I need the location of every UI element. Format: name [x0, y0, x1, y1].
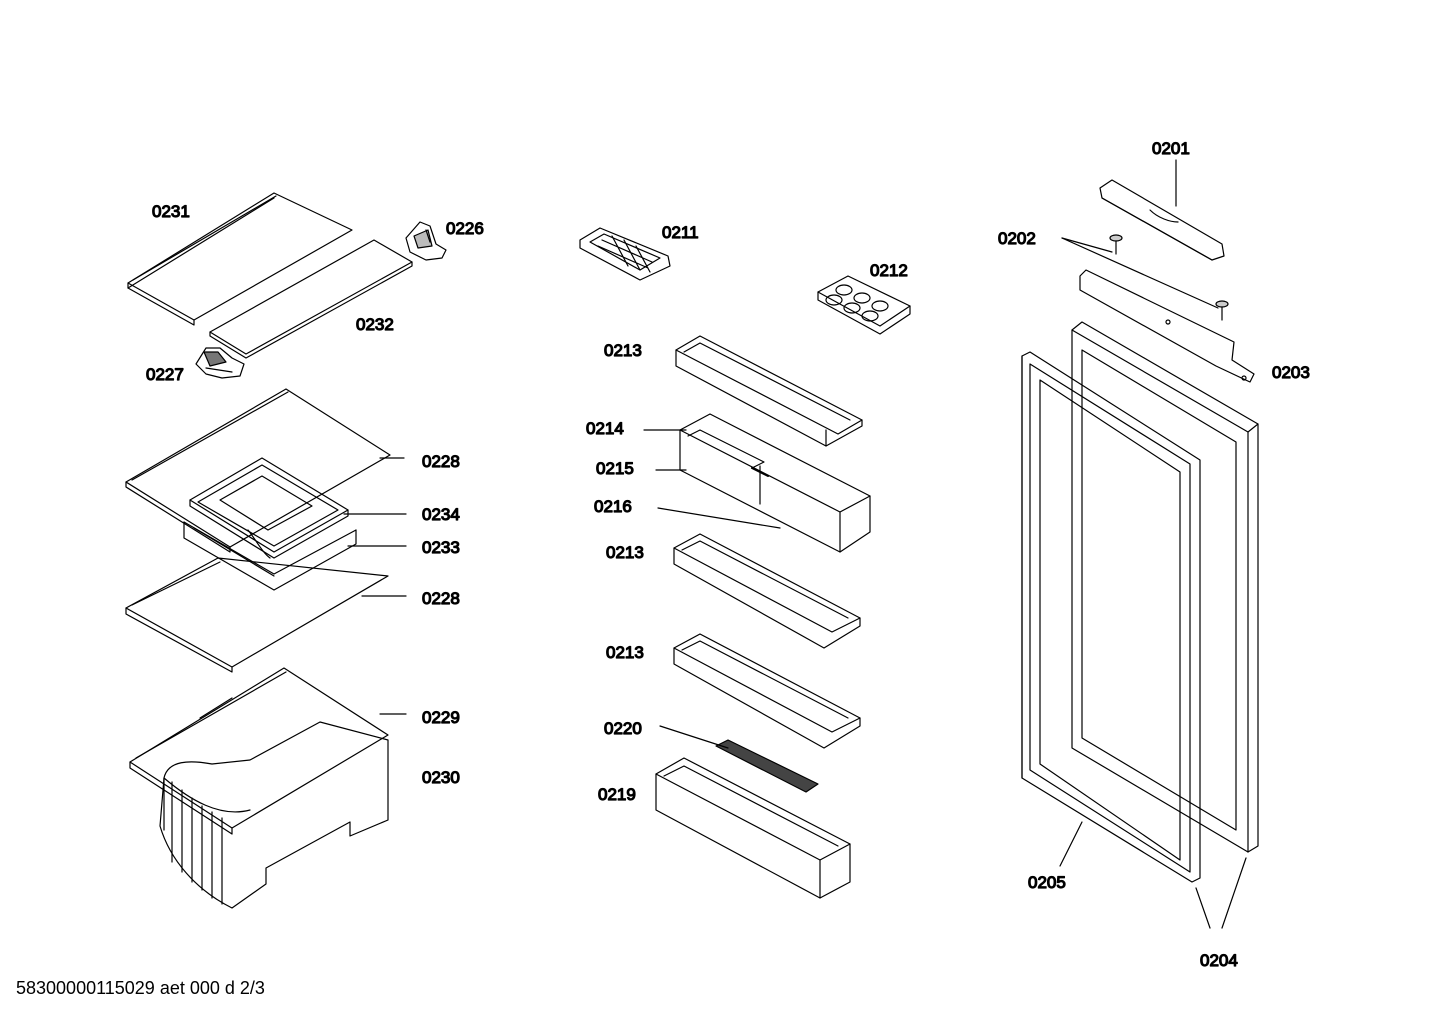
part-0204-gasket: [1021, 351, 1201, 883]
part-0203-hinge-bracket: [1079, 269, 1255, 383]
part-0211-ice-tray: [579, 227, 671, 281]
label-0227: 0227: [146, 365, 184, 384]
leader-lines: [343, 159, 1247, 929]
label-0211: 0211: [662, 223, 699, 242]
label-0220: 0220: [604, 719, 642, 738]
label-0213-first: 0213: [604, 341, 642, 360]
label-0204: 0204: [1200, 951, 1238, 970]
part-0234-crisper-frame: [189, 457, 349, 559]
label-0228-lower: 0228: [422, 589, 460, 608]
label-0216: 0216: [594, 497, 632, 516]
part-0214-dairy-box: [679, 413, 871, 553]
part-0201-hinge-cover: [1099, 179, 1225, 261]
part-door-panel: [1071, 321, 1259, 853]
part-0226-clip: [405, 221, 447, 261]
label-0228-upper: 0228: [422, 452, 460, 471]
part-0213-door-bin-3: [673, 633, 861, 749]
label-0205: 0205: [1028, 873, 1066, 892]
label-0233: 0233: [422, 538, 460, 557]
part-0233-crisper-tray: [183, 521, 357, 591]
part-0231-shelf: [127, 192, 353, 326]
part-0202-screw-a: [1109, 234, 1123, 255]
part-0228-glass-shelf-lower: [125, 557, 389, 673]
label-0219: 0219: [598, 785, 636, 804]
part-0230-drawer: [159, 721, 389, 909]
part-0202-screw-b: [1215, 300, 1229, 321]
part-0227-clip: [195, 347, 245, 379]
label-0232: 0232: [356, 315, 394, 334]
label-0229: 0229: [422, 708, 460, 727]
part-0219-bottle-bin: [655, 757, 851, 899]
label-0213-second: 0213: [606, 543, 644, 562]
label-0201: 0201: [1152, 139, 1190, 158]
part-0228-glass-shelf-upper: [125, 388, 391, 553]
label-0226: 0226: [446, 219, 484, 238]
label-0234: 0234: [422, 505, 460, 524]
part-0212-egg-tray: [817, 275, 911, 335]
part-0232-glass-strip: [209, 239, 413, 359]
part-0213-door-bin-1: [675, 335, 863, 447]
label-0215: 0215: [596, 459, 634, 478]
part-0220-divider: [715, 739, 819, 793]
label-0214: 0214: [586, 419, 624, 438]
label-0231: 0231: [152, 202, 190, 221]
label-0212: 0212: [870, 261, 908, 280]
part-0229-drawer-cover: [129, 667, 389, 835]
label-0230: 0230: [422, 768, 460, 787]
document-code: 58300000115029 aet 000 d 2/3: [16, 978, 265, 998]
label-0202: 0202: [998, 229, 1036, 248]
label-0213-third: 0213: [606, 643, 644, 662]
part-0213-door-bin-2: [673, 533, 861, 649]
label-0203: 0203: [1272, 363, 1310, 382]
